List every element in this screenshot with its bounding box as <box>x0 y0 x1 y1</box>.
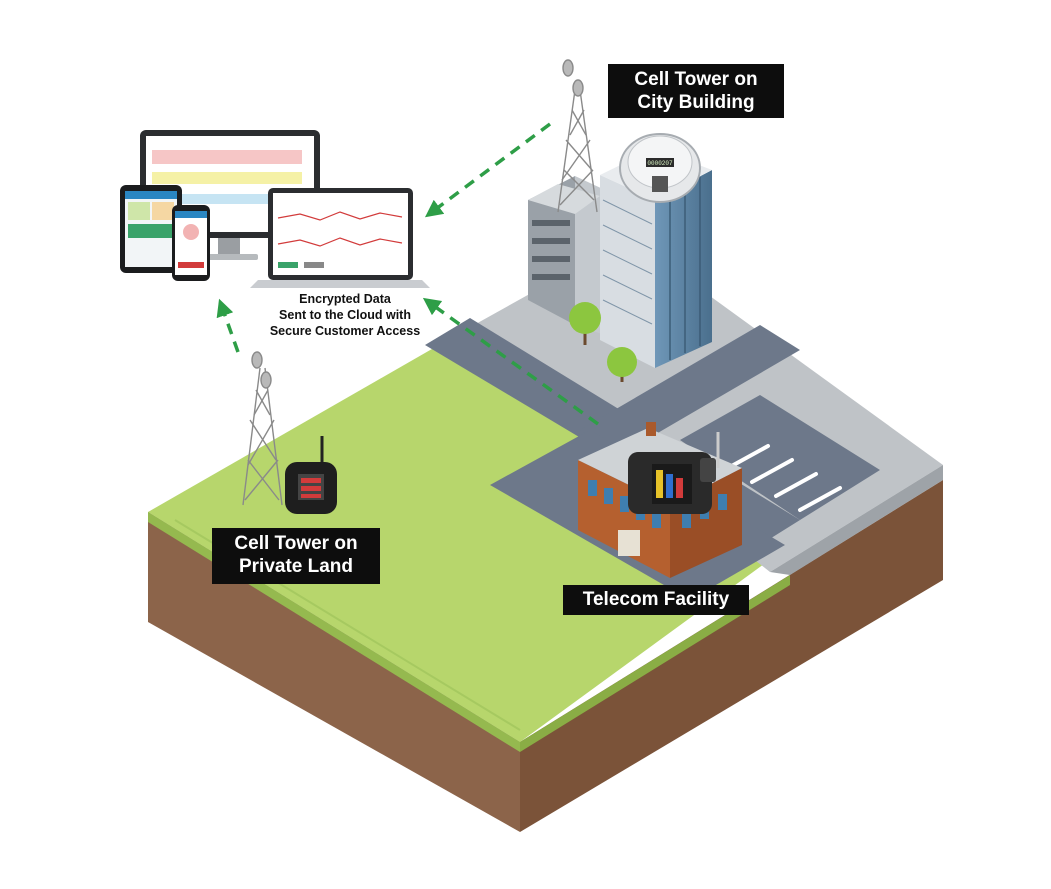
arrow-private-to-cloud <box>216 298 240 353</box>
road-cross <box>580 325 800 455</box>
data-flow-arrows <box>216 122 600 426</box>
city-tower-label: Cell Tower on City Building <box>608 64 784 118</box>
cloud-caption-line2: Sent to the Cloud with <box>279 308 411 322</box>
cloud-caption-line3: Secure Customer Access <box>269 324 421 338</box>
soil-right-face <box>520 480 943 832</box>
parking-lines <box>726 444 842 512</box>
city-tower-label-line1: Cell Tower on <box>634 69 758 90</box>
private-tower-label: Cell Tower on Private Land <box>212 528 380 584</box>
private-tower-label-line2: Private Land <box>238 556 354 577</box>
soil-left-face <box>148 512 520 832</box>
grass-edge-right <box>520 575 790 752</box>
telecom-facility-label: Telecom Facility <box>563 585 749 615</box>
telecom-facility-label-text: Telecom Facility <box>582 589 730 610</box>
city-cell-tower-icon <box>557 59 598 213</box>
sidewalk-right <box>770 465 943 575</box>
revenue-meter-device-icon <box>285 436 337 514</box>
customer-devices-group <box>120 130 430 288</box>
cloud-caption-line1: Encrypted Data <box>299 292 391 306</box>
blue-tower-front <box>600 175 655 368</box>
city-tower-label-line2: City Building <box>637 92 755 113</box>
blue-tower-side <box>655 170 712 368</box>
private-cell-tower-icon <box>242 351 283 506</box>
parking-lot <box>680 395 880 520</box>
grass-top <box>148 330 790 742</box>
meter-readout: 0000207 <box>647 160 673 167</box>
private-tower-label-line1: Cell Tower on <box>234 533 358 554</box>
trees <box>569 302 637 382</box>
power-meter-device-icon <box>628 452 716 514</box>
arrow-telecom-to-cloud <box>422 297 600 426</box>
arrow-city-to-cloud <box>424 122 552 218</box>
cloud-access-caption: Encrypted Data Sent to the Cloud with Se… <box>250 291 440 339</box>
smart-meter-icon: 0000207 <box>619 133 701 203</box>
